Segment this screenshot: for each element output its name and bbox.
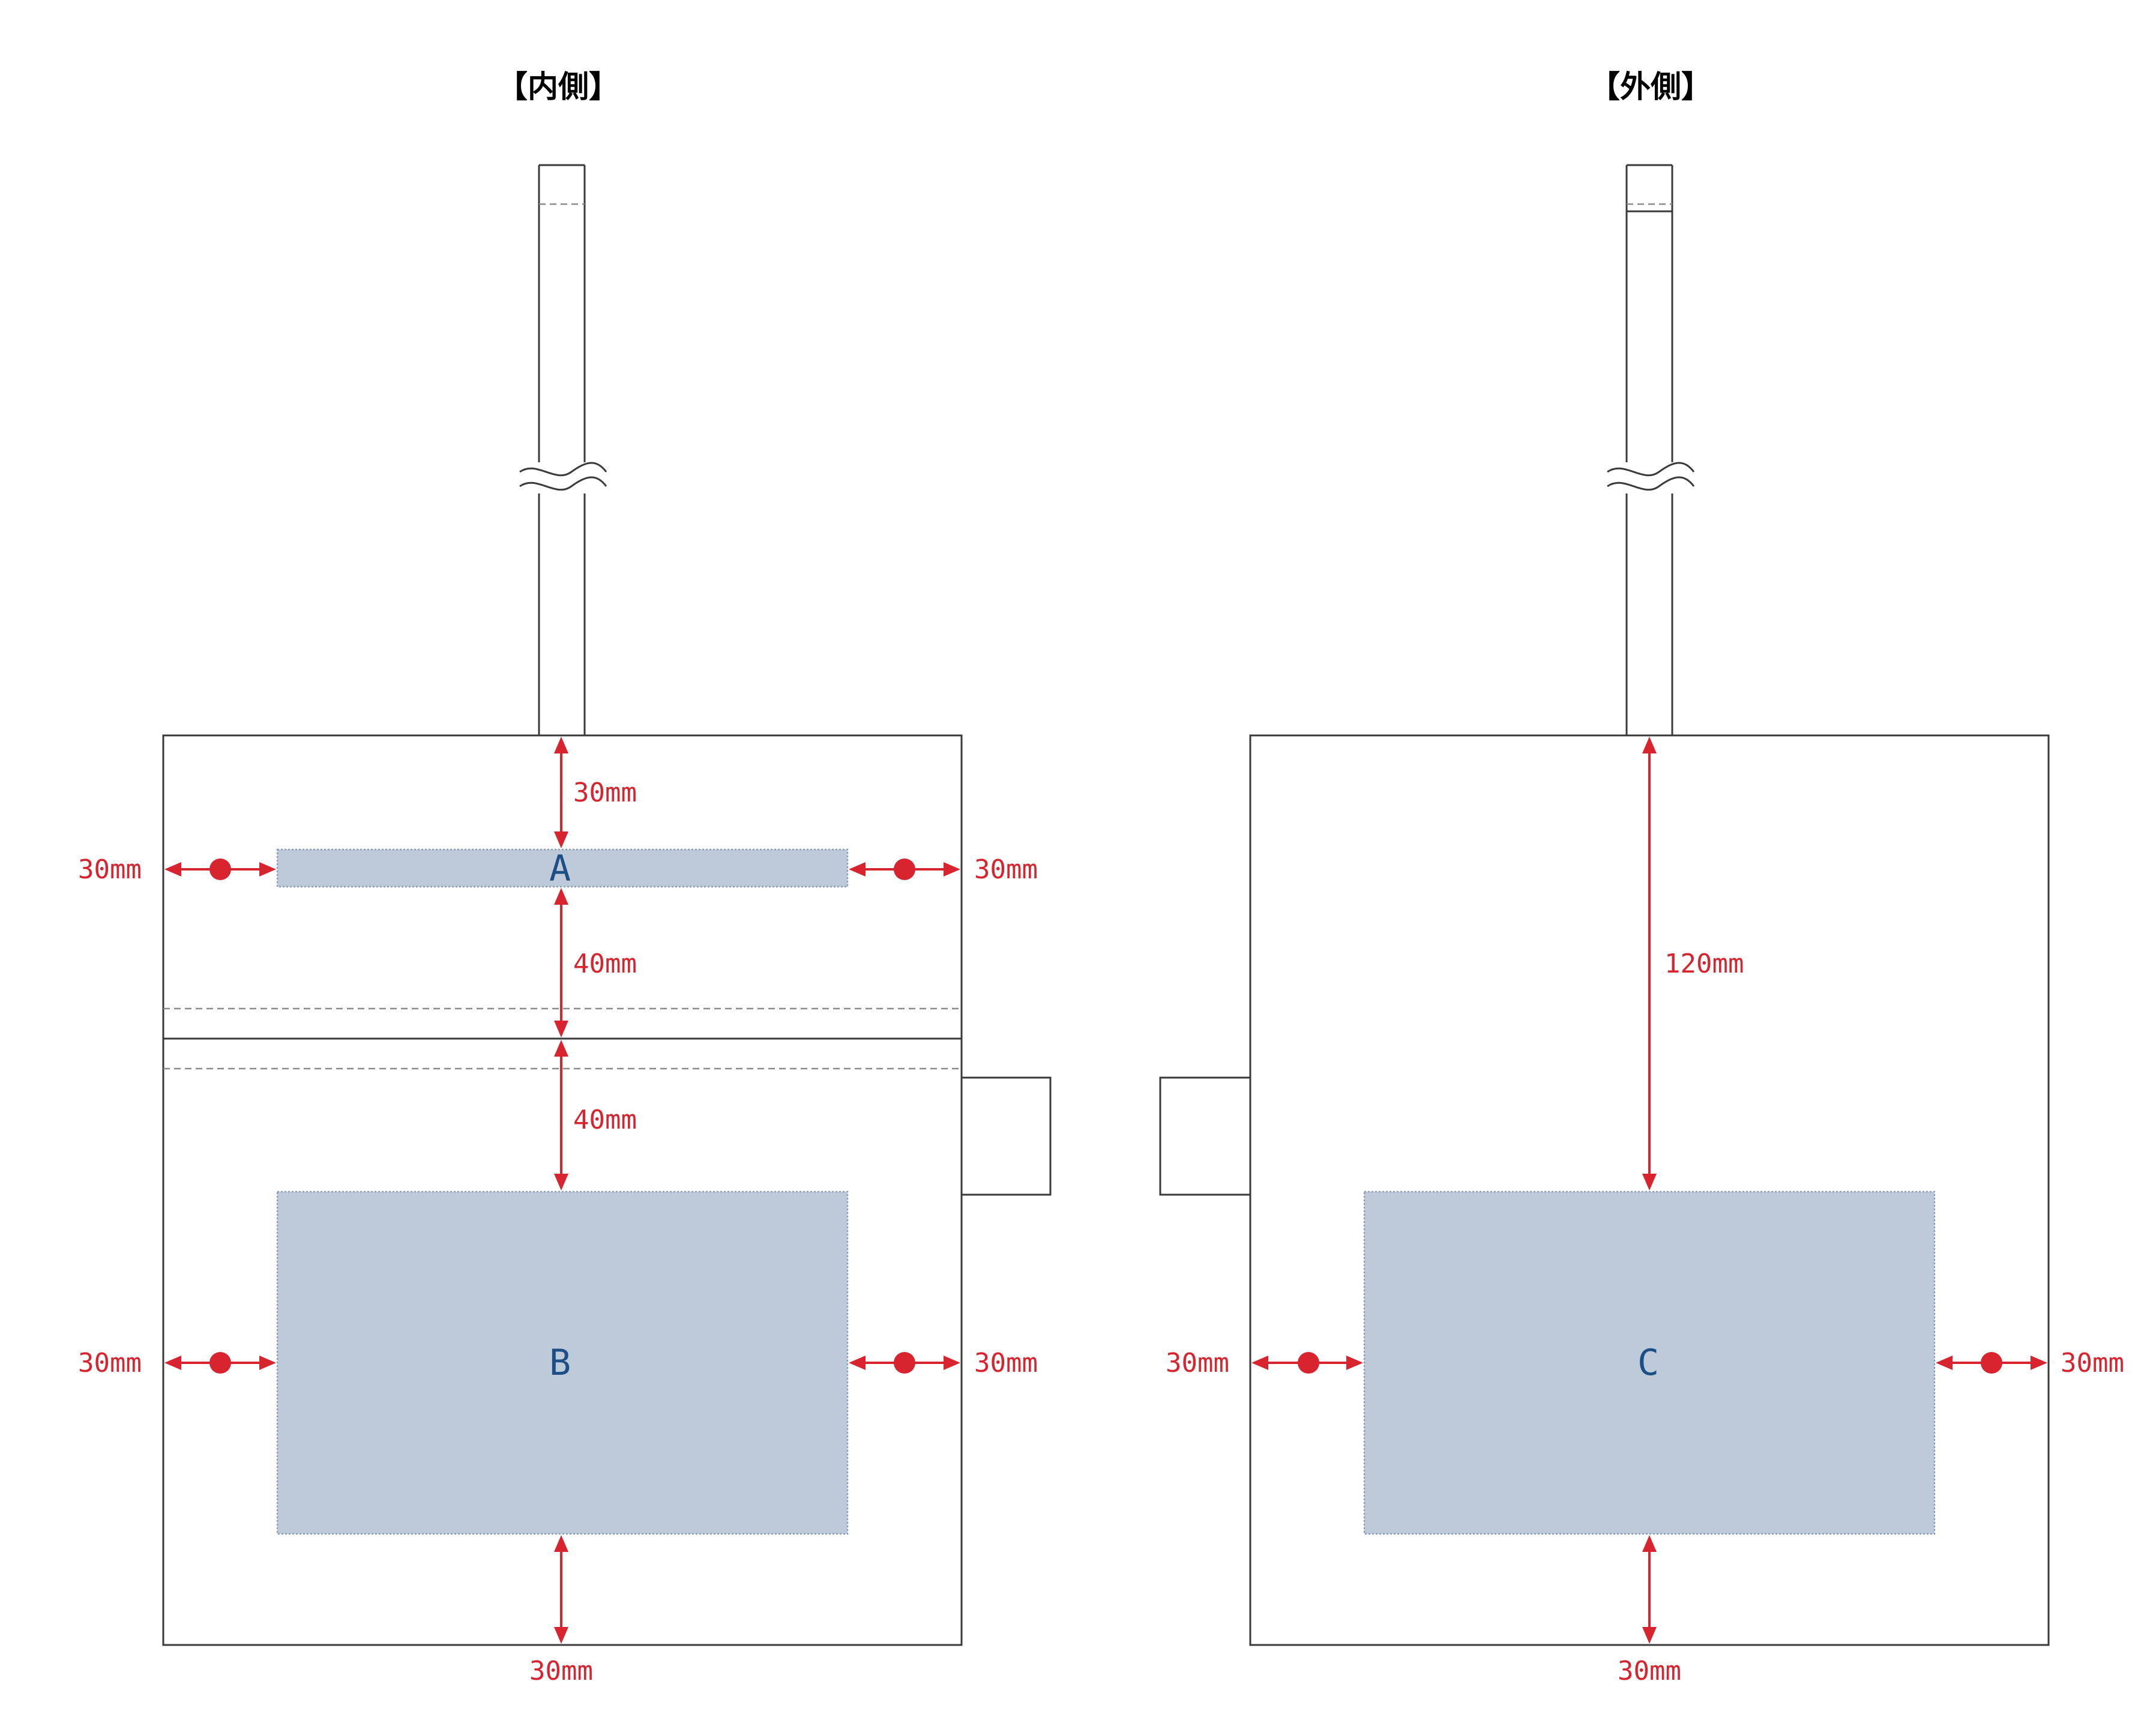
dim-outer-top-to-c: 120mm (1642, 737, 1744, 1190)
inner-handle (516, 164, 607, 735)
dim-inner-a-right-label: 30mm (974, 854, 1038, 885)
dim-outer-c-right-label: 30mm (2061, 1348, 2124, 1378)
dim-inner-top-to-a-label: 30mm (573, 777, 637, 808)
dim-outer-c-right-dot (1981, 1352, 2002, 1374)
dim-inner-a-left: 30mm (78, 854, 276, 885)
dim-outer-c-left: 30mm (1166, 1348, 1363, 1378)
dim-inner-a-left-label: 30mm (78, 854, 142, 885)
dim-inner-b-right-dot (894, 1352, 915, 1374)
dim-inner-b-left-dot (209, 1352, 231, 1374)
outer-panel-title: 【外側】 (1589, 70, 1712, 105)
dim-inner-b-bottom-label: 30mm (529, 1656, 593, 1686)
dim-outer-c-left-dot (1298, 1352, 1319, 1374)
dim-inner-a-to-seam-label: 40mm (573, 949, 637, 979)
dim-outer-c-right: 30mm (1936, 1348, 2124, 1378)
inner-panel-title: 【内側】 (497, 70, 619, 105)
inner-side-tab (960, 1076, 1052, 1196)
dim-inner-a-right-dot (894, 859, 915, 880)
dim-inner-b-left: 30mm (78, 1348, 276, 1378)
dim-outer-c-bottom-label: 30mm (1618, 1656, 1681, 1686)
print-area-b (276, 1190, 849, 1535)
dim-outer-top-to-c-label: 120mm (1664, 949, 1744, 979)
dim-inner-b-right-label: 30mm (974, 1348, 1038, 1378)
dim-inner-b-right: 30mm (849, 1348, 1038, 1378)
inner-handle-break-icon (519, 462, 607, 477)
dim-inner-seam-to-b-label: 40mm (573, 1105, 637, 1135)
dim-inner-a-to-seam: 40mm (554, 888, 637, 1037)
outer-handle (1604, 164, 1695, 735)
dim-inner-b-bottom: 30mm (529, 1535, 593, 1686)
outer-handle-break-icon (1607, 462, 1695, 477)
dim-inner-a-left-dot (209, 859, 231, 880)
print-area-a (276, 848, 849, 888)
dim-inner-seam-to-b: 40mm (554, 1040, 637, 1190)
dim-outer-c-left-label: 30mm (1166, 1348, 1229, 1378)
dim-inner-b-left-label: 30mm (78, 1348, 142, 1378)
outer-panel: 【外側】 C 120mm (1159, 70, 2124, 1686)
print-area-a-label: A (549, 848, 571, 890)
print-area-b-label: B (549, 1342, 571, 1384)
outer-side-tab (1159, 1076, 1251, 1196)
dim-outer-c-bottom: 30mm (1618, 1535, 1681, 1686)
dim-inner-a-right: 30mm (849, 854, 1038, 885)
print-area-c-label: C (1637, 1342, 1659, 1384)
inner-panel: 【内側】 A B 30mm (78, 70, 1052, 1686)
dim-inner-top-to-a: 30mm (554, 737, 637, 848)
print-area-c (1363, 1190, 1936, 1535)
